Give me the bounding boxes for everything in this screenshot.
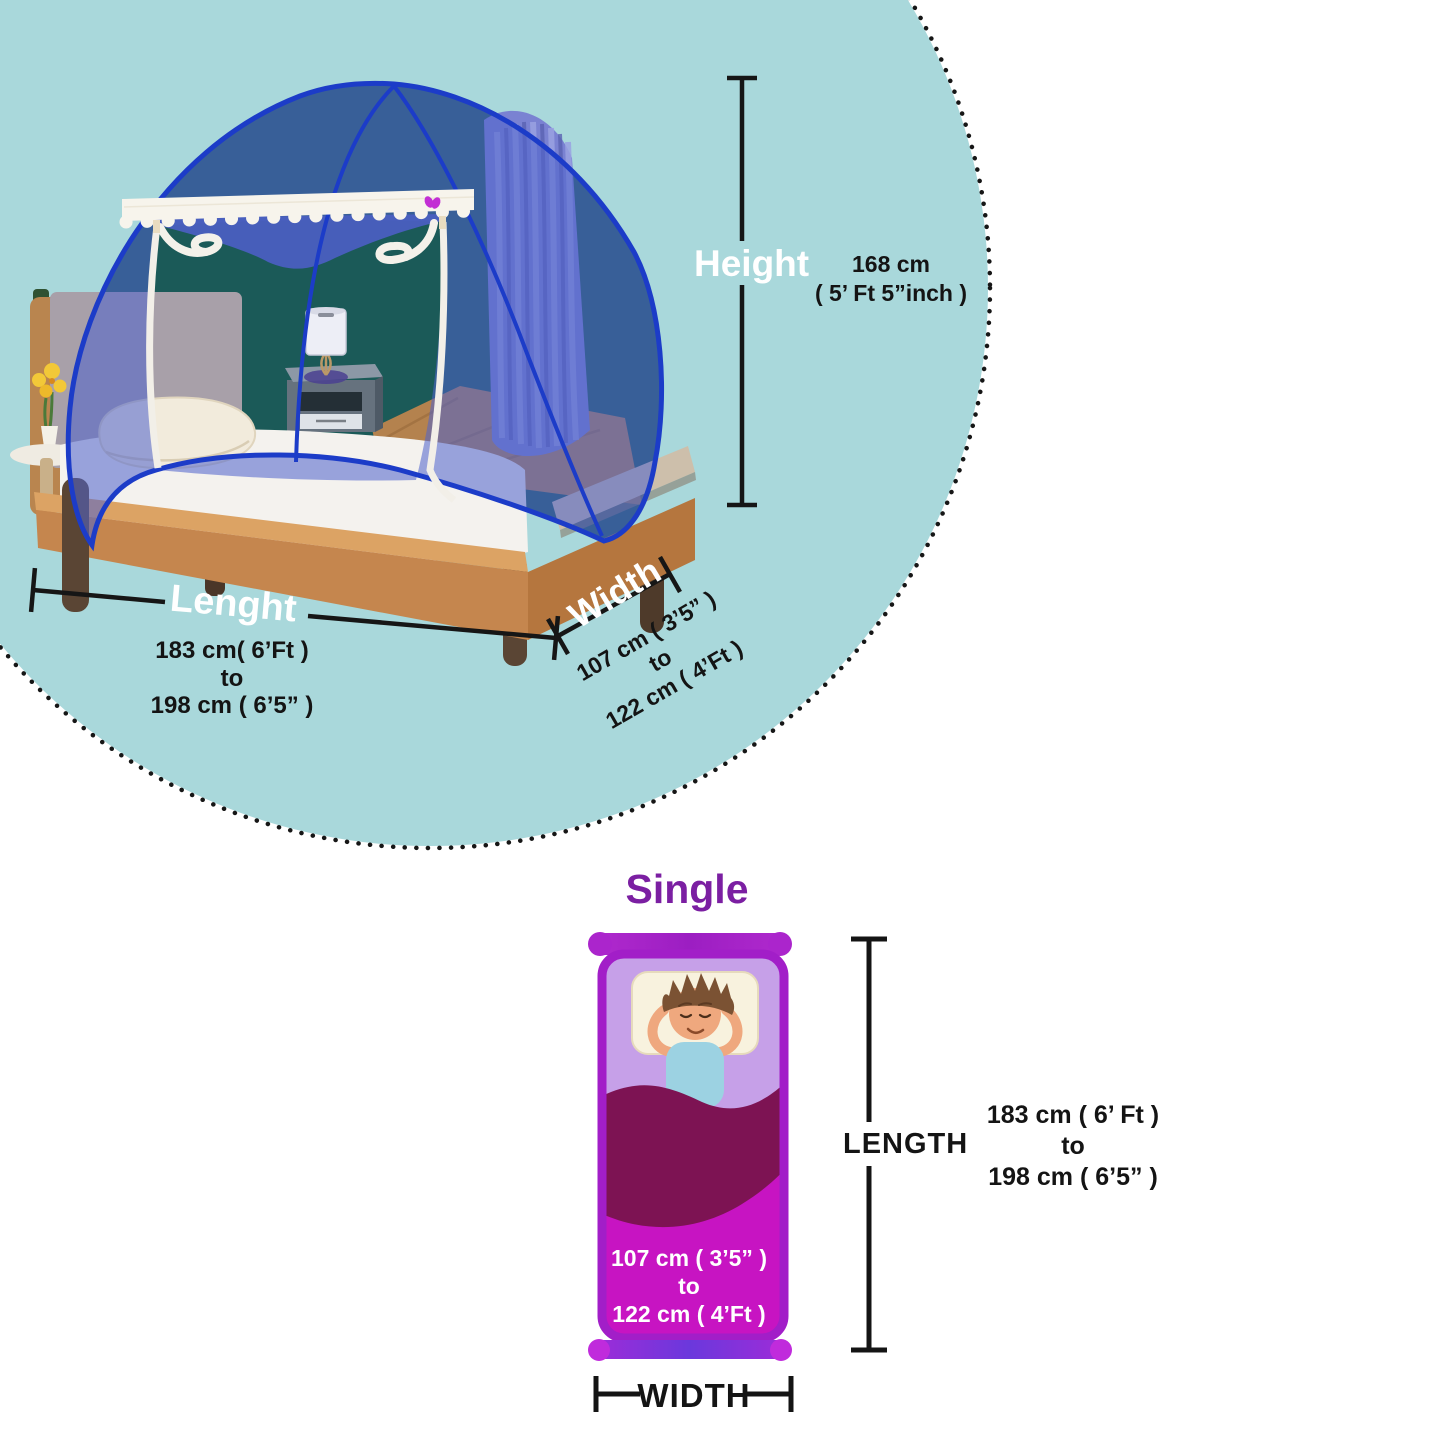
length-bottom-min: 183 cm ( 6’ Ft ) — [986, 1101, 1160, 1129]
diagram-blanket-magenta — [602, 1164, 784, 1338]
width-dimension-line-bottom — [593, 1376, 794, 1412]
width-caps-label: WIDTH — [637, 1377, 751, 1414]
single-bed-diagram — [588, 932, 792, 1361]
height-value-ft: ( 5’ Ft 5”inch ) — [814, 280, 968, 306]
butterfly-decal — [424, 196, 441, 209]
table-lamp — [304, 307, 348, 384]
length-value-min: 183 cm( 6’Ft ) — [155, 637, 309, 664]
height-label: Height — [694, 243, 810, 284]
length-values: 183 cm( 6’Ft ) to 198 cm ( 6’5” ) — [122, 637, 342, 720]
dotted-border — [0, 0, 993, 851]
bed-width-max: 122 cm ( 4’Ft ) — [612, 1301, 766, 1327]
diagram-bed-border — [597, 949, 789, 1343]
bed-width-min: 107 cm ( 3’5” ) — [611, 1245, 767, 1271]
lace-valance — [119, 189, 479, 229]
tie-hook — [439, 216, 446, 229]
diagram-footboard-bar — [590, 1340, 790, 1359]
sleeping-person-icon — [647, 973, 743, 1108]
length-dimension-line-bottom — [851, 936, 887, 1353]
bed-width-values: 107 cm ( 3’5” ) to 122 cm ( 4’Ft ) — [597, 1244, 781, 1328]
single-size-title: Single — [625, 866, 749, 912]
height-value-cm: 168 cm — [851, 251, 930, 277]
tie-hook — [153, 220, 160, 233]
net-swag — [152, 214, 446, 269]
rail-foot-face — [528, 498, 695, 640]
dimension-lines-bottom — [593, 936, 887, 1412]
length-dimension-line — [28, 567, 561, 661]
length-bottom-to: to — [1061, 1132, 1085, 1160]
door-trim — [146, 221, 457, 503]
height-dimension-line — [727, 75, 757, 508]
width-dimension-line — [546, 555, 682, 656]
length-value-max: 198 cm ( 6’5” ) — [150, 692, 314, 719]
length-caps-label: LENGTH — [843, 1128, 969, 1160]
dimension-lines-top — [28, 75, 757, 661]
curtain-ties — [156, 219, 438, 264]
rail-front-face — [36, 510, 528, 640]
mosquito-net-bed-illustration — [10, 80, 696, 666]
bed-width-to: to — [678, 1273, 700, 1299]
length-bottom-max: 198 cm ( 6’5” ) — [988, 1163, 1158, 1191]
height-values: 168 cm ( 5’ Ft 5”inch ) — [791, 250, 991, 308]
tent-frame-lines — [65, 80, 665, 552]
length-values-bottom: 183 cm ( 6’ Ft ) to 198 cm ( 6’5” ) — [963, 1100, 1183, 1193]
rail-top-face — [34, 492, 528, 572]
length-value-to: to — [220, 664, 244, 692]
